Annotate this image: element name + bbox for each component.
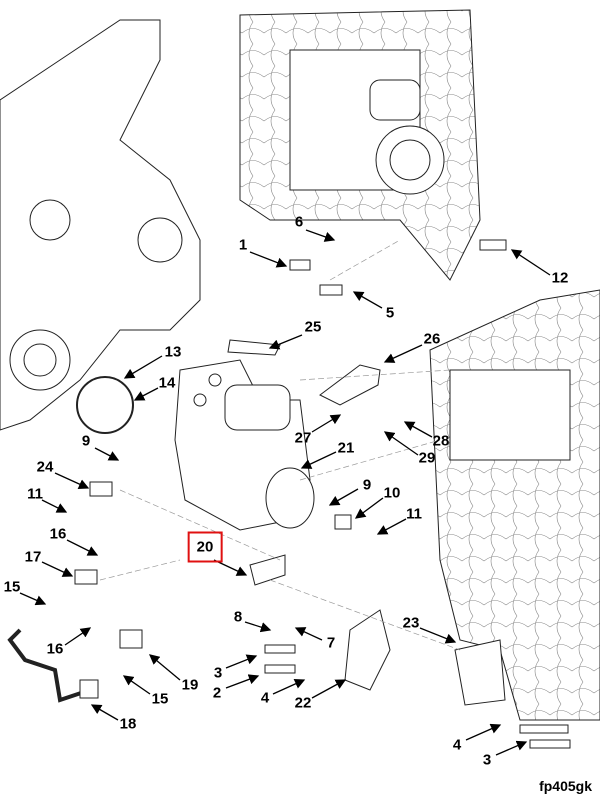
callout-5: 5 bbox=[385, 304, 395, 322]
callout-9b: 9 bbox=[362, 476, 372, 494]
leader-arrows bbox=[19, 229, 551, 756]
callout-7: 7 bbox=[326, 634, 336, 652]
callout-29: 29 bbox=[418, 449, 436, 467]
engine-block-top bbox=[239, 9, 481, 281]
callout-11b: 11 bbox=[406, 505, 422, 523]
figure-code: fp405gk bbox=[539, 778, 592, 794]
engine-block-right bbox=[429, 289, 600, 721]
callout-3b: 3 bbox=[482, 751, 492, 769]
callout-24: 24 bbox=[36, 458, 54, 476]
callout-3: 3 bbox=[213, 664, 223, 682]
callout-11: 11 bbox=[27, 485, 43, 503]
alignment-lines bbox=[99, 239, 461, 651]
callout-19: 19 bbox=[181, 676, 199, 694]
callout-10: 10 bbox=[383, 484, 401, 502]
callout-6: 6 bbox=[294, 213, 304, 231]
fuel-pump-assembly bbox=[174, 359, 315, 531]
callout-13: 13 bbox=[164, 343, 182, 361]
callout-9: 9 bbox=[81, 432, 91, 450]
callout-1: 1 bbox=[238, 236, 248, 254]
callout-15: 15 bbox=[3, 578, 21, 596]
callout-16: 16 bbox=[49, 525, 67, 543]
callout-4b: 4 bbox=[452, 736, 462, 754]
callout-12: 12 bbox=[551, 269, 569, 287]
callout-17: 17 bbox=[24, 548, 42, 566]
small-parts bbox=[7, 239, 571, 749]
gear-housing bbox=[0, 19, 201, 431]
callout-27: 27 bbox=[294, 429, 312, 447]
callout-28: 28 bbox=[432, 432, 450, 450]
callout-18: 18 bbox=[119, 715, 137, 733]
callout-8: 8 bbox=[233, 608, 243, 626]
callout-23: 23 bbox=[402, 614, 420, 632]
callout-16b: 16 bbox=[46, 640, 64, 658]
callout-25: 25 bbox=[304, 318, 322, 336]
callout-4: 4 bbox=[260, 689, 270, 707]
callout-20-highlighted: 20 bbox=[187, 531, 223, 563]
callout-2: 2 bbox=[212, 684, 222, 702]
callout-26: 26 bbox=[423, 330, 441, 348]
callout-14: 14 bbox=[158, 374, 176, 392]
callout-21: 21 bbox=[337, 439, 355, 457]
callout-22: 22 bbox=[294, 694, 312, 712]
callout-15b: 15 bbox=[151, 690, 169, 708]
